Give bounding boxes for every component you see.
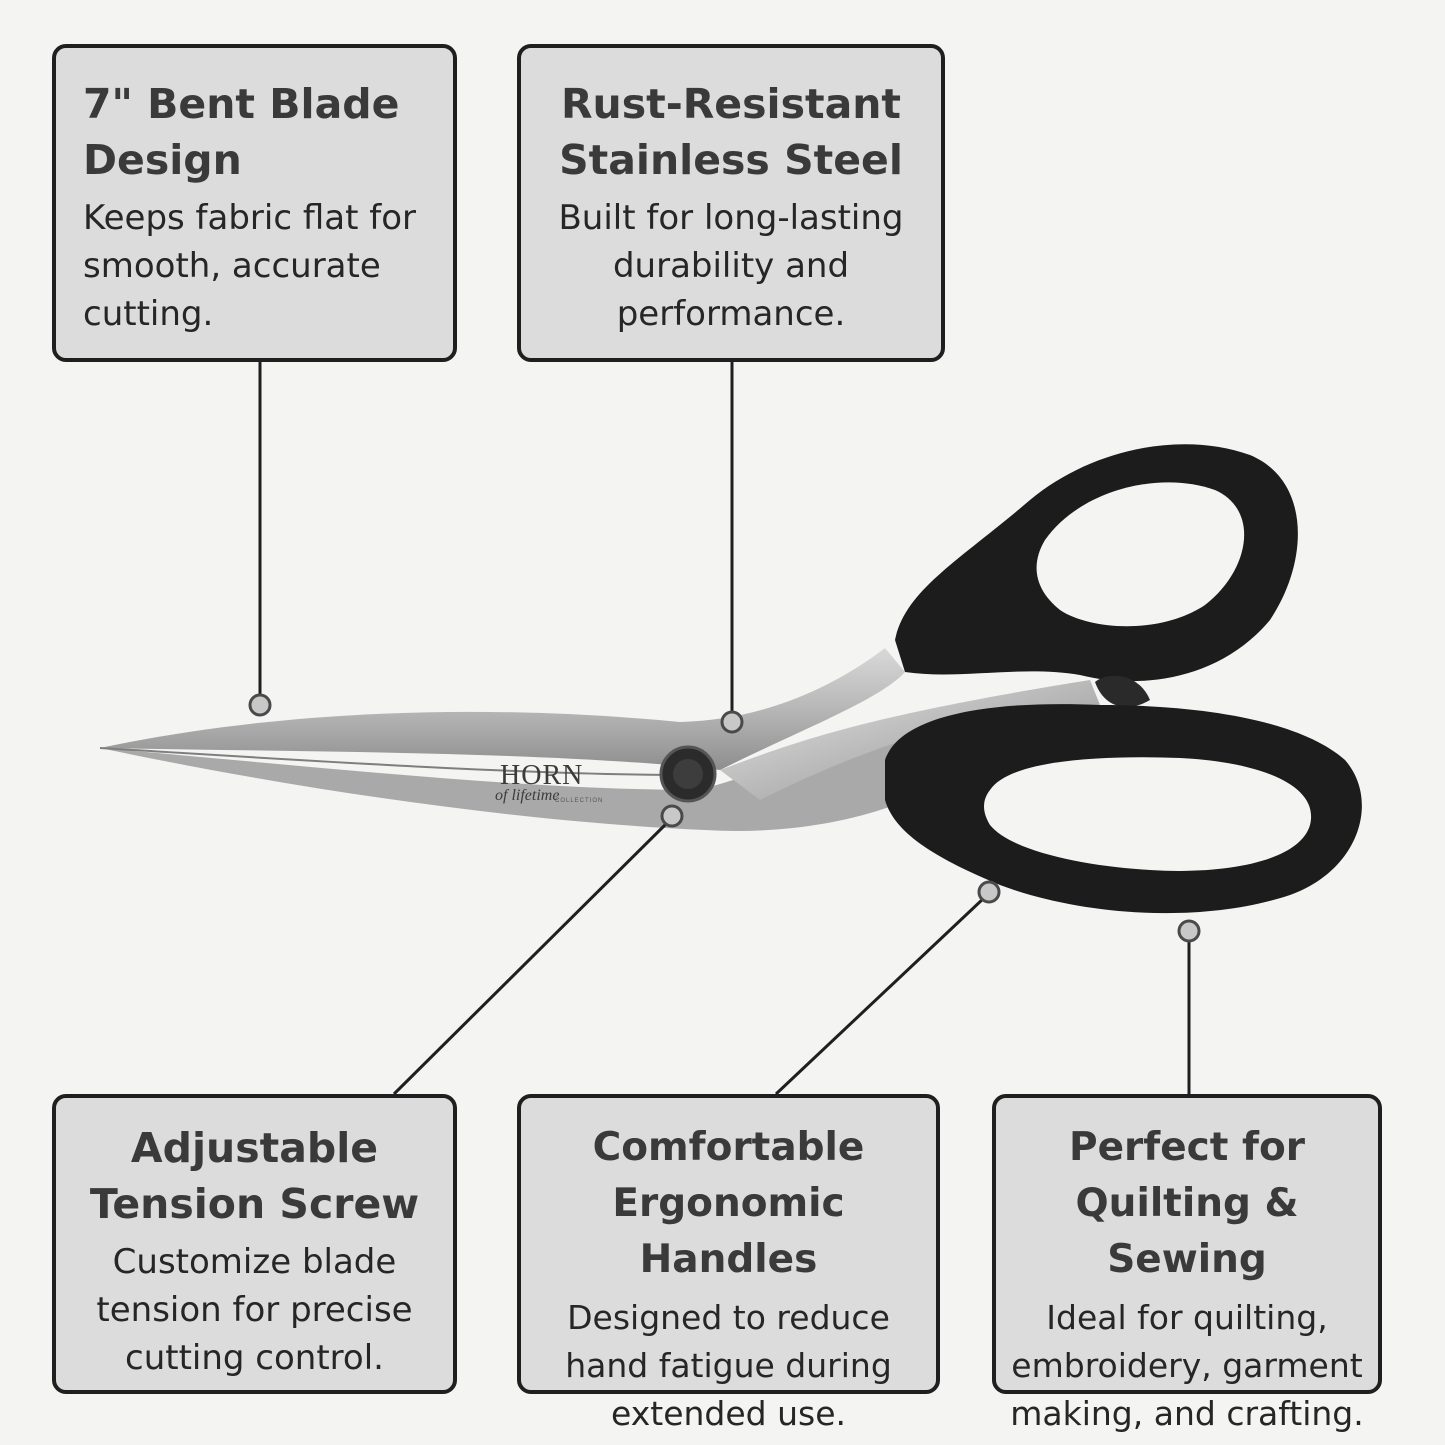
callout-markers bbox=[248, 693, 1201, 943]
callout-ergonomic-handles: Comfortable Ergonomic Handles Designed t… bbox=[517, 1094, 940, 1433]
marker-blade bbox=[248, 693, 272, 717]
marker-sewing bbox=[1177, 919, 1201, 943]
callout-body: Keeps fabric flat for smooth, accurate c… bbox=[83, 198, 416, 334]
callout-title: 7" Bent Blade Design bbox=[83, 80, 400, 184]
marker-screw bbox=[660, 804, 684, 828]
svg-text:of lifetime: of lifetime bbox=[495, 787, 559, 804]
callout-tension-screw: Adjustable Tension Screw Customize blade… bbox=[52, 1094, 457, 1394]
callout-body: Ideal for quilting, embroidery, garment … bbox=[1010, 1298, 1364, 1433]
svg-text:COLLECTION: COLLECTION bbox=[555, 798, 603, 804]
scissors bbox=[99, 444, 1362, 914]
brand-logo: HORN of lifetime COLLECTION bbox=[495, 760, 603, 804]
callout-stainless-steel: Rust-Resistant Stainless Steel Built for… bbox=[517, 44, 945, 362]
callout-body: Customize blade tension for precise cutt… bbox=[96, 1242, 413, 1378]
callout-quilting-sewing: Perfect for Quilting & Sewing Ideal for … bbox=[992, 1094, 1382, 1433]
marker-handle bbox=[977, 880, 1001, 904]
callout-body: Designed to reduce hand fatigue during e… bbox=[565, 1298, 892, 1433]
marker-steel bbox=[720, 710, 744, 734]
callout-title: Perfect for Quilting & Sewing bbox=[1068, 1125, 1306, 1282]
callout-title: Adjustable Tension Screw bbox=[89, 1124, 420, 1228]
upper-blade bbox=[100, 648, 905, 770]
lower-blade bbox=[100, 720, 930, 831]
callout-bent-blade: 7" Bent Blade Design Keeps fabric flat f… bbox=[52, 44, 457, 362]
leader-lines bbox=[258, 362, 1191, 1096]
callout-title: Rust-Resistant Stainless Steel bbox=[559, 80, 903, 184]
svg-text:HORN: HORN bbox=[500, 760, 583, 791]
callout-body: Built for long-lasting durability and pe… bbox=[558, 198, 904, 334]
callout-title: Comfortable Ergonomic Handles bbox=[592, 1125, 865, 1282]
